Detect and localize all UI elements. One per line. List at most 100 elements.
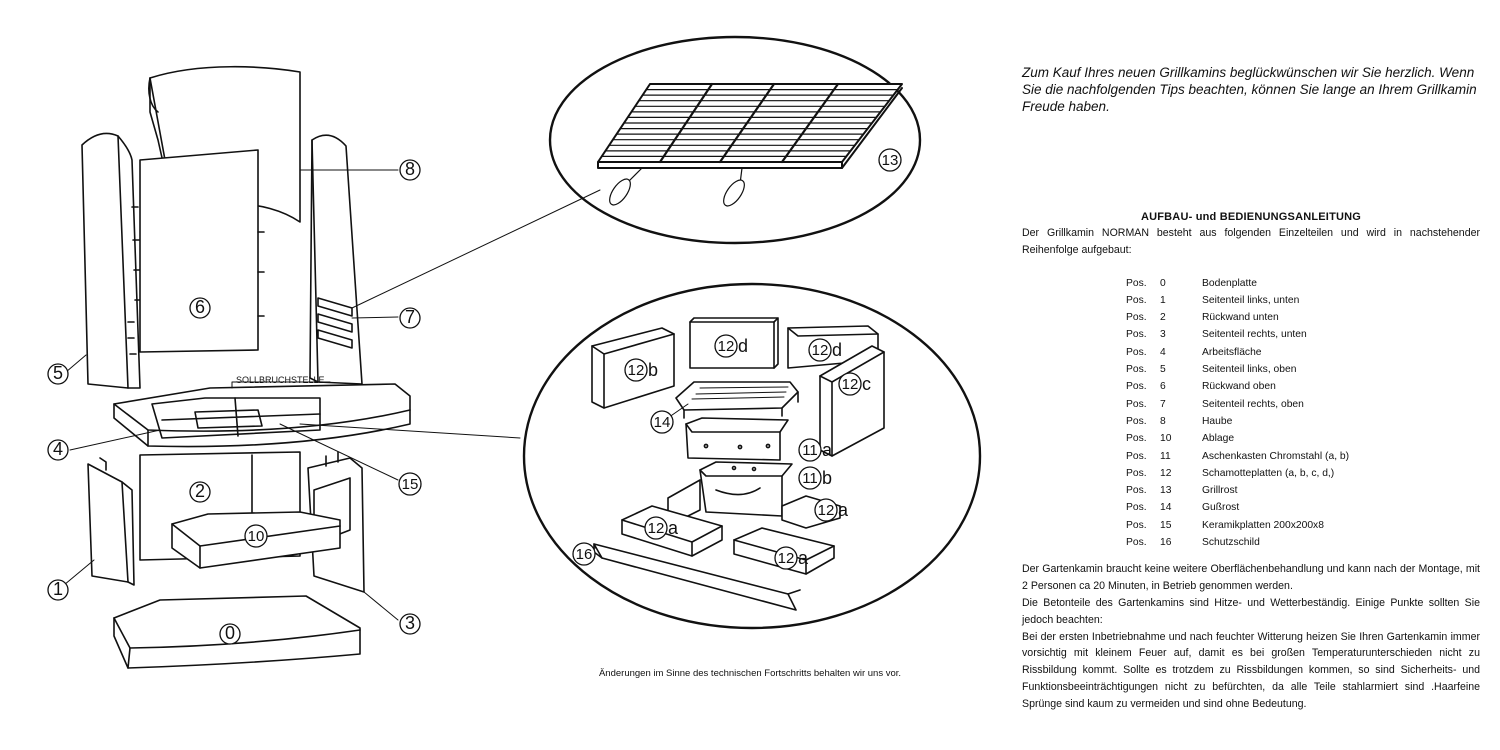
callout-letter: a (798, 548, 809, 568)
callout-circle (714, 334, 738, 358)
part-5-side-left-upper (81, 132, 142, 389)
callout-label: 8 (405, 159, 415, 179)
callout-letter: a (822, 440, 833, 460)
part-num: 10 (1160, 433, 1172, 445)
part-7-side-right-upper (309, 134, 363, 385)
part-pos: Pos. (1126, 537, 1147, 549)
callout-circle (878, 148, 902, 172)
part-num: 11 (1160, 450, 1171, 462)
callout-number: 12 (628, 362, 645, 379)
part-pos: Pos. (1126, 467, 1147, 479)
part-name: Keramikplatten 200x200x8 (1202, 519, 1324, 531)
technical-change-notice: Änderungen im Sinne des technischen Fort… (598, 668, 902, 679)
callout-label: 3 (405, 613, 415, 633)
part-num: 7 (1160, 398, 1166, 410)
callout-letter: a (838, 500, 849, 520)
paragraph-surface: Der Gartenkamin braucht keine weitere Ob… (1022, 563, 1480, 593)
part-name: Seitenteil rechts, unten (1202, 329, 1307, 341)
callout-label: 2 (195, 481, 205, 501)
callout-letter: b (648, 360, 658, 380)
part-name: Arbeitsfläche (1202, 346, 1262, 358)
callout-circle (624, 358, 648, 382)
callout-circle (798, 438, 822, 462)
part-num: 2 (1160, 312, 1166, 324)
part-name: Rückwand oben (1202, 381, 1276, 393)
part-11b-ash-box (699, 461, 793, 517)
part-13-grill-rack (597, 82, 903, 207)
callout-circle (47, 363, 69, 385)
part-name: Seitenteil links, unten (1202, 294, 1300, 306)
parts-list-item: Pos. 11 Aschenkasten Chromstahl (a, b) (1126, 448, 1480, 465)
callout-circle (189, 481, 211, 503)
part-name: Haube (1202, 415, 1233, 427)
callout-label: 16 (576, 546, 593, 563)
callout-circle (219, 623, 241, 645)
part-name: Seitenteil links, oben (1202, 364, 1297, 376)
callout-circle (650, 410, 674, 434)
callout-circle (189, 297, 211, 319)
callout-circle (774, 546, 798, 570)
part-num: 6 (1160, 381, 1166, 393)
callout-circle (244, 524, 268, 548)
part-num: 1 (1160, 294, 1166, 306)
callout-label: 5 (53, 363, 63, 383)
parts-list-item: Pos. 8 Haube (1126, 413, 1480, 430)
part-num: 16 (1160, 537, 1172, 549)
callout-number: 12 (818, 502, 835, 519)
part-num: 5 (1160, 364, 1166, 376)
part-6-rear-wall-upper (139, 149, 265, 353)
firebox-detail-ellipse (522, 282, 982, 630)
part-pos: Pos. (1126, 346, 1147, 358)
part-4-work-surface (113, 383, 411, 448)
callout-circle (399, 159, 421, 181)
part-pos: Pos. (1126, 364, 1147, 376)
paragraph-concrete: Die Betonteile des Gartenkamins sind Hit… (1022, 596, 1480, 626)
callout-label: 14 (654, 414, 671, 431)
callout-label: 4 (53, 439, 63, 459)
part-num: 4 (1160, 346, 1166, 358)
callout-letter: d (738, 336, 748, 356)
instructions-text: Zum Kauf Ihres neuen Grillkamins beglück… (1022, 64, 1480, 713)
callout-number: 12 (778, 550, 795, 567)
callout-circle (47, 439, 69, 461)
page-heading: AUFBAU- und BEDIENUNGSANLEITUNG (1140, 211, 1362, 223)
part-name: Seitenteil rechts, oben (1202, 398, 1304, 410)
part-num: 3 (1160, 329, 1166, 341)
callout-circle (644, 516, 668, 540)
intro-text: Zum Kauf Ihres neuen Grillkamins beglück… (1022, 65, 1477, 114)
part-pos: Pos. (1126, 433, 1147, 445)
part-num: 12 (1160, 467, 1172, 479)
callout-circle (399, 307, 421, 329)
parts-list-item: Pos. 6 Rückwand oben (1126, 378, 1480, 395)
parts-list-item: Pos. 4 Arbeitsfläche (1126, 344, 1480, 361)
part-pos: Pos. (1126, 450, 1147, 462)
part-1-side-left-lower (87, 457, 135, 586)
part-pos: Pos. (1126, 381, 1147, 393)
callout-label: 15 (402, 476, 419, 493)
callout-circle (47, 579, 69, 601)
part-pos: Pos. (1126, 502, 1147, 514)
part-pos: Pos. (1126, 415, 1147, 427)
callout-circle (808, 338, 832, 362)
part-num: 15 (1160, 519, 1172, 531)
callout-label: 13 (882, 152, 899, 169)
callout-number: 12 (842, 376, 859, 393)
callout-label: 10 (248, 528, 265, 545)
part-pos: Pos. (1126, 277, 1147, 289)
callout-label: 1 (53, 579, 63, 599)
part-14-cast-grate (675, 381, 799, 419)
part-num: 0 (1160, 277, 1166, 289)
part-num: 13 (1160, 485, 1172, 497)
part-num: 8 (1160, 415, 1166, 427)
part-name: Aschenkasten Chromstahl (a, b) (1202, 450, 1350, 462)
callout-number: 11 (802, 442, 818, 459)
exploded-assembly-diagram: 012345678101314151612b12d12d12c11a11b12a… (47, 35, 982, 669)
